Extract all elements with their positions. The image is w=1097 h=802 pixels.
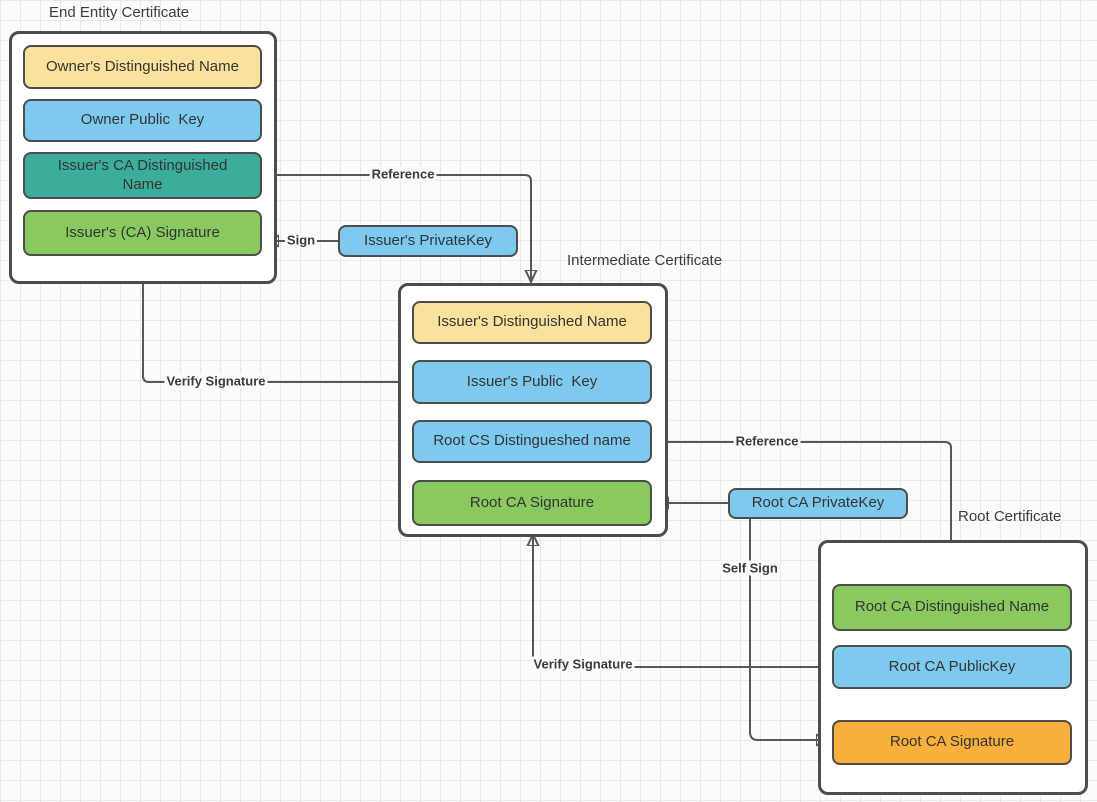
field-label: Owner Public Key [80, 111, 205, 129]
intermediate-certificate-title: Intermediate Certificate [567, 252, 723, 269]
edge-label-sign: Sign [284, 232, 318, 248]
key-label: Issuer's PrivateKey [364, 231, 492, 249]
field-root-ca-signature-root: Root CA Signature [832, 720, 1072, 765]
field-label: Root CA Signature [889, 733, 1015, 751]
field-issuers-ca-distinguished-name: Issuer's CA Distinguished Name [23, 152, 262, 199]
field-root-ca-publickey: Root CA PublicKey [832, 645, 1072, 689]
edge-label-verify-signature-1: Verify Signature [164, 373, 268, 389]
field-label: Root CA Signature [469, 493, 595, 511]
field-label: Issuer's CA Distinguished Name [57, 156, 228, 193]
key-label: Root CA PrivateKey [751, 494, 885, 512]
connector-verify-signature-2 [533, 535, 832, 668]
root-ca-privatekey-box: Root CA PrivateKey [728, 488, 908, 519]
field-issuers-ca-signature: Issuer's (CA) Signature [23, 210, 262, 256]
issuers-privatekey-box: Issuer's PrivateKey [338, 225, 518, 257]
field-issuers-public-key: Issuer's Public Key [412, 360, 652, 404]
edge-label-verify-signature-2: Verify Signature [531, 656, 635, 672]
root-certificate-box: Root CA Distinguished Name Root CA Publi… [818, 540, 1088, 795]
field-label: Issuer's (CA) Signature [65, 223, 220, 241]
edge-label-reference-2: Reference [733, 433, 801, 449]
end-entity-certificate-box: Owner's Distinguished Name Owner Public … [9, 31, 277, 284]
edge-label-reference-1: Reference [369, 166, 437, 182]
field-owners-distinguished-name: Owner's Distinguished Name [23, 45, 262, 89]
connector-self-sign [749, 519, 827, 740]
field-issuers-distinguished-name: Issuer's Distinguished Name [412, 301, 652, 344]
field-label: Root CA Distinguished Name [854, 598, 1050, 616]
field-root-ca-distinguished-name: Root CA Distinguished Name [832, 584, 1072, 631]
end-entity-certificate-title: End Entity Certificate [49, 4, 190, 21]
field-label: Owner's Distinguished Name [46, 57, 239, 75]
field-root-cs-distingueshed-name: Root CS Distingueshed name [412, 420, 652, 463]
field-label: Root CA PublicKey [888, 657, 1016, 675]
field-label: Root CS Distingueshed name [433, 432, 631, 450]
field-label: Issuer's Distinguished Name [437, 313, 627, 331]
field-owner-public-key: Owner Public Key [23, 99, 262, 142]
field-root-ca-signature-intermediate: Root CA Signature [412, 480, 652, 526]
edge-label-self-sign: Self Sign [720, 560, 780, 576]
intermediate-certificate-box: Issuer's Distinguished Name Issuer's Pub… [398, 283, 668, 537]
field-label: Issuer's Public Key [466, 372, 598, 390]
root-certificate-title: Root Certificate [958, 508, 1062, 525]
